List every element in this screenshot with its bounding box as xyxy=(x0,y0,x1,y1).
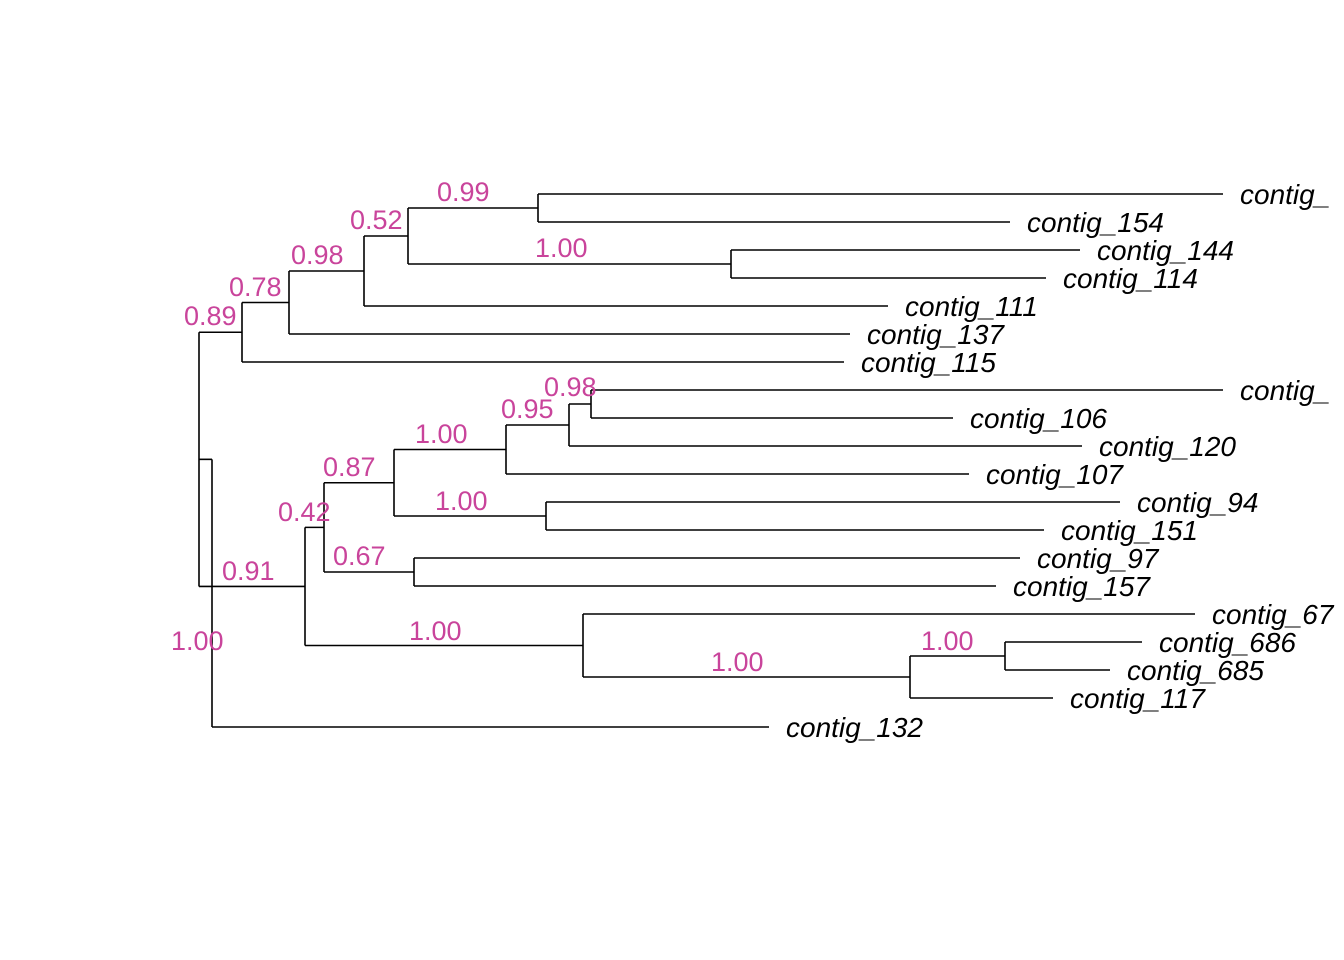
support-value: 0.89 xyxy=(184,301,237,331)
support-values: 1.000.890.780.980.520.991.000.910.420.87… xyxy=(171,177,974,677)
tip-label: contig_ xyxy=(1240,179,1330,210)
support-value: 0.78 xyxy=(229,272,282,302)
support-value: 0.42 xyxy=(278,497,331,527)
support-value: 0.91 xyxy=(222,556,275,586)
tip-label: contig_106 xyxy=(970,403,1107,434)
tip-labels: contig_contig_154contig_144contig_114con… xyxy=(786,179,1335,743)
support-value: 0.99 xyxy=(437,177,490,207)
tip-label: contig_97 xyxy=(1037,543,1160,574)
tip-label: contig_ xyxy=(1240,375,1330,406)
tip-label: contig_114 xyxy=(1063,263,1198,294)
tip-label: contig_117 xyxy=(1070,683,1206,714)
tree-branches xyxy=(198,193,1223,728)
support-value: 1.00 xyxy=(435,486,488,516)
support-value: 0.98 xyxy=(544,372,597,402)
support-value: 1.00 xyxy=(409,616,462,646)
support-value: 0.67 xyxy=(333,541,386,571)
tip-label: contig_137 xyxy=(867,319,1005,350)
tip-label: contig_154 xyxy=(1027,207,1164,238)
tip-label: contig_115 xyxy=(861,347,996,378)
tip-label: contig_151 xyxy=(1061,515,1198,546)
tip-label: contig_120 xyxy=(1099,431,1236,462)
tip-label: contig_144 xyxy=(1097,235,1234,266)
support-value: 1.00 xyxy=(711,647,764,677)
tip-label: contig_111 xyxy=(905,291,1038,322)
tip-label: contig_685 xyxy=(1127,655,1264,686)
support-value: 1.00 xyxy=(415,419,468,449)
tip-label: contig_94 xyxy=(1137,487,1258,518)
tip-label: contig_67 xyxy=(1212,599,1335,630)
tip-label: contig_132 xyxy=(786,712,923,743)
tip-label: contig_107 xyxy=(986,459,1124,490)
tip-label: contig_686 xyxy=(1159,627,1296,658)
support-value: 1.00 xyxy=(171,626,224,656)
support-value: 0.87 xyxy=(323,452,376,482)
support-value: 0.95 xyxy=(501,394,554,424)
support-value: 1.00 xyxy=(921,626,974,656)
tip-label: contig_157 xyxy=(1013,571,1151,602)
support-value: 0.98 xyxy=(291,240,344,270)
support-value: 0.52 xyxy=(350,205,403,235)
support-value: 1.00 xyxy=(535,233,588,263)
